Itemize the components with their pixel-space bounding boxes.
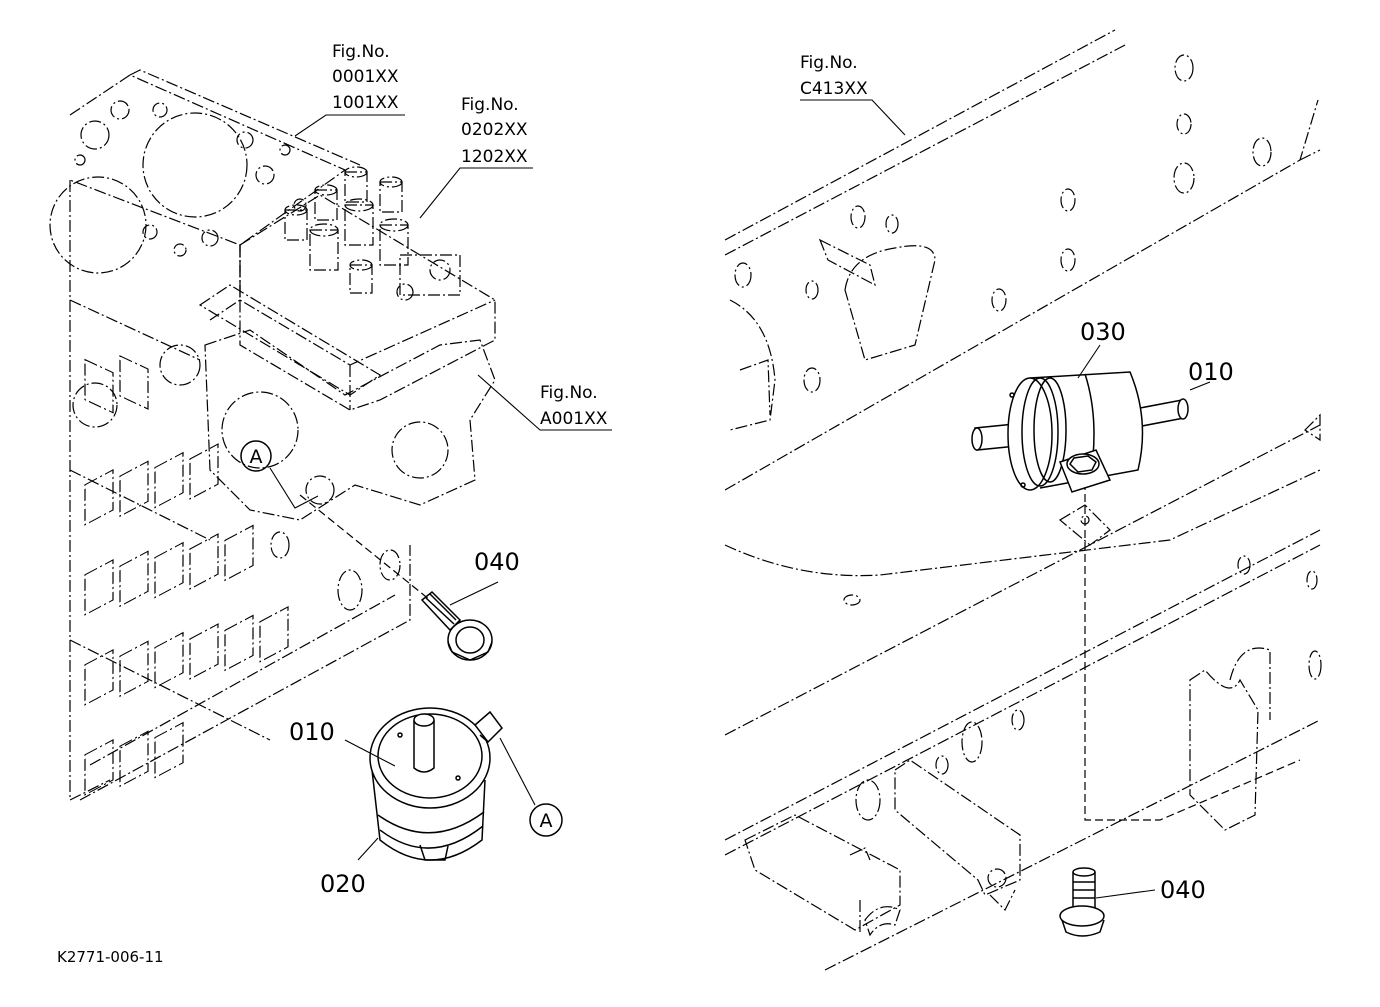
figref-label: Fig.No. <box>800 53 858 73</box>
figref-code: 0001XX <box>332 67 399 87</box>
figref-gear-case: Fig.No. A001XX <box>540 383 608 429</box>
leader-lines <box>269 99 1211 899</box>
part-number-bolt-left: 040 <box>474 548 520 576</box>
figref-label: Fig.No. <box>540 383 598 403</box>
part-number-fuel-filter: 010 <box>1188 358 1234 386</box>
engine-block-drawing <box>49 69 496 801</box>
figref-engine-block: Fig.No. 0001XX 1001XX <box>332 42 399 113</box>
figref-code: C413XX <box>800 79 868 99</box>
figref-code: 1202XX <box>461 147 528 167</box>
ref-mark-letter: A <box>540 810 553 832</box>
frame-drawing <box>724 29 1322 971</box>
figref-label: Fig.No. <box>461 95 519 115</box>
part-number-bolt-right: 040 <box>1160 876 1206 904</box>
solenoid-drawing <box>369 707 503 861</box>
ref-mark-solenoid: A <box>529 803 563 837</box>
figref-code: 0202XX <box>461 120 528 140</box>
figref-frame: Fig.No. C413XX <box>800 53 868 99</box>
figref-code: A001XX <box>540 409 608 429</box>
figref-label: Fig.No. <box>332 42 390 62</box>
ref-mark-letter: A <box>250 446 263 468</box>
fuel-filter-drawing <box>971 371 1189 493</box>
drawing-code: K2771-006-11 <box>57 948 164 966</box>
figref-code: 1001XX <box>332 93 399 113</box>
part-number-solenoid: 010 <box>289 718 335 746</box>
part-number-clamp: 030 <box>1080 318 1126 346</box>
bolt-040-left-drawing <box>299 494 493 661</box>
bolt-040-right-drawing <box>1059 867 1105 937</box>
part-number-solenoid-body: 020 <box>320 870 366 898</box>
ref-mark-engine: A <box>240 440 272 472</box>
injection-pump-drawing <box>198 166 496 411</box>
figref-injection-pump: Fig.No. 0202XX 1202XX <box>461 95 528 167</box>
